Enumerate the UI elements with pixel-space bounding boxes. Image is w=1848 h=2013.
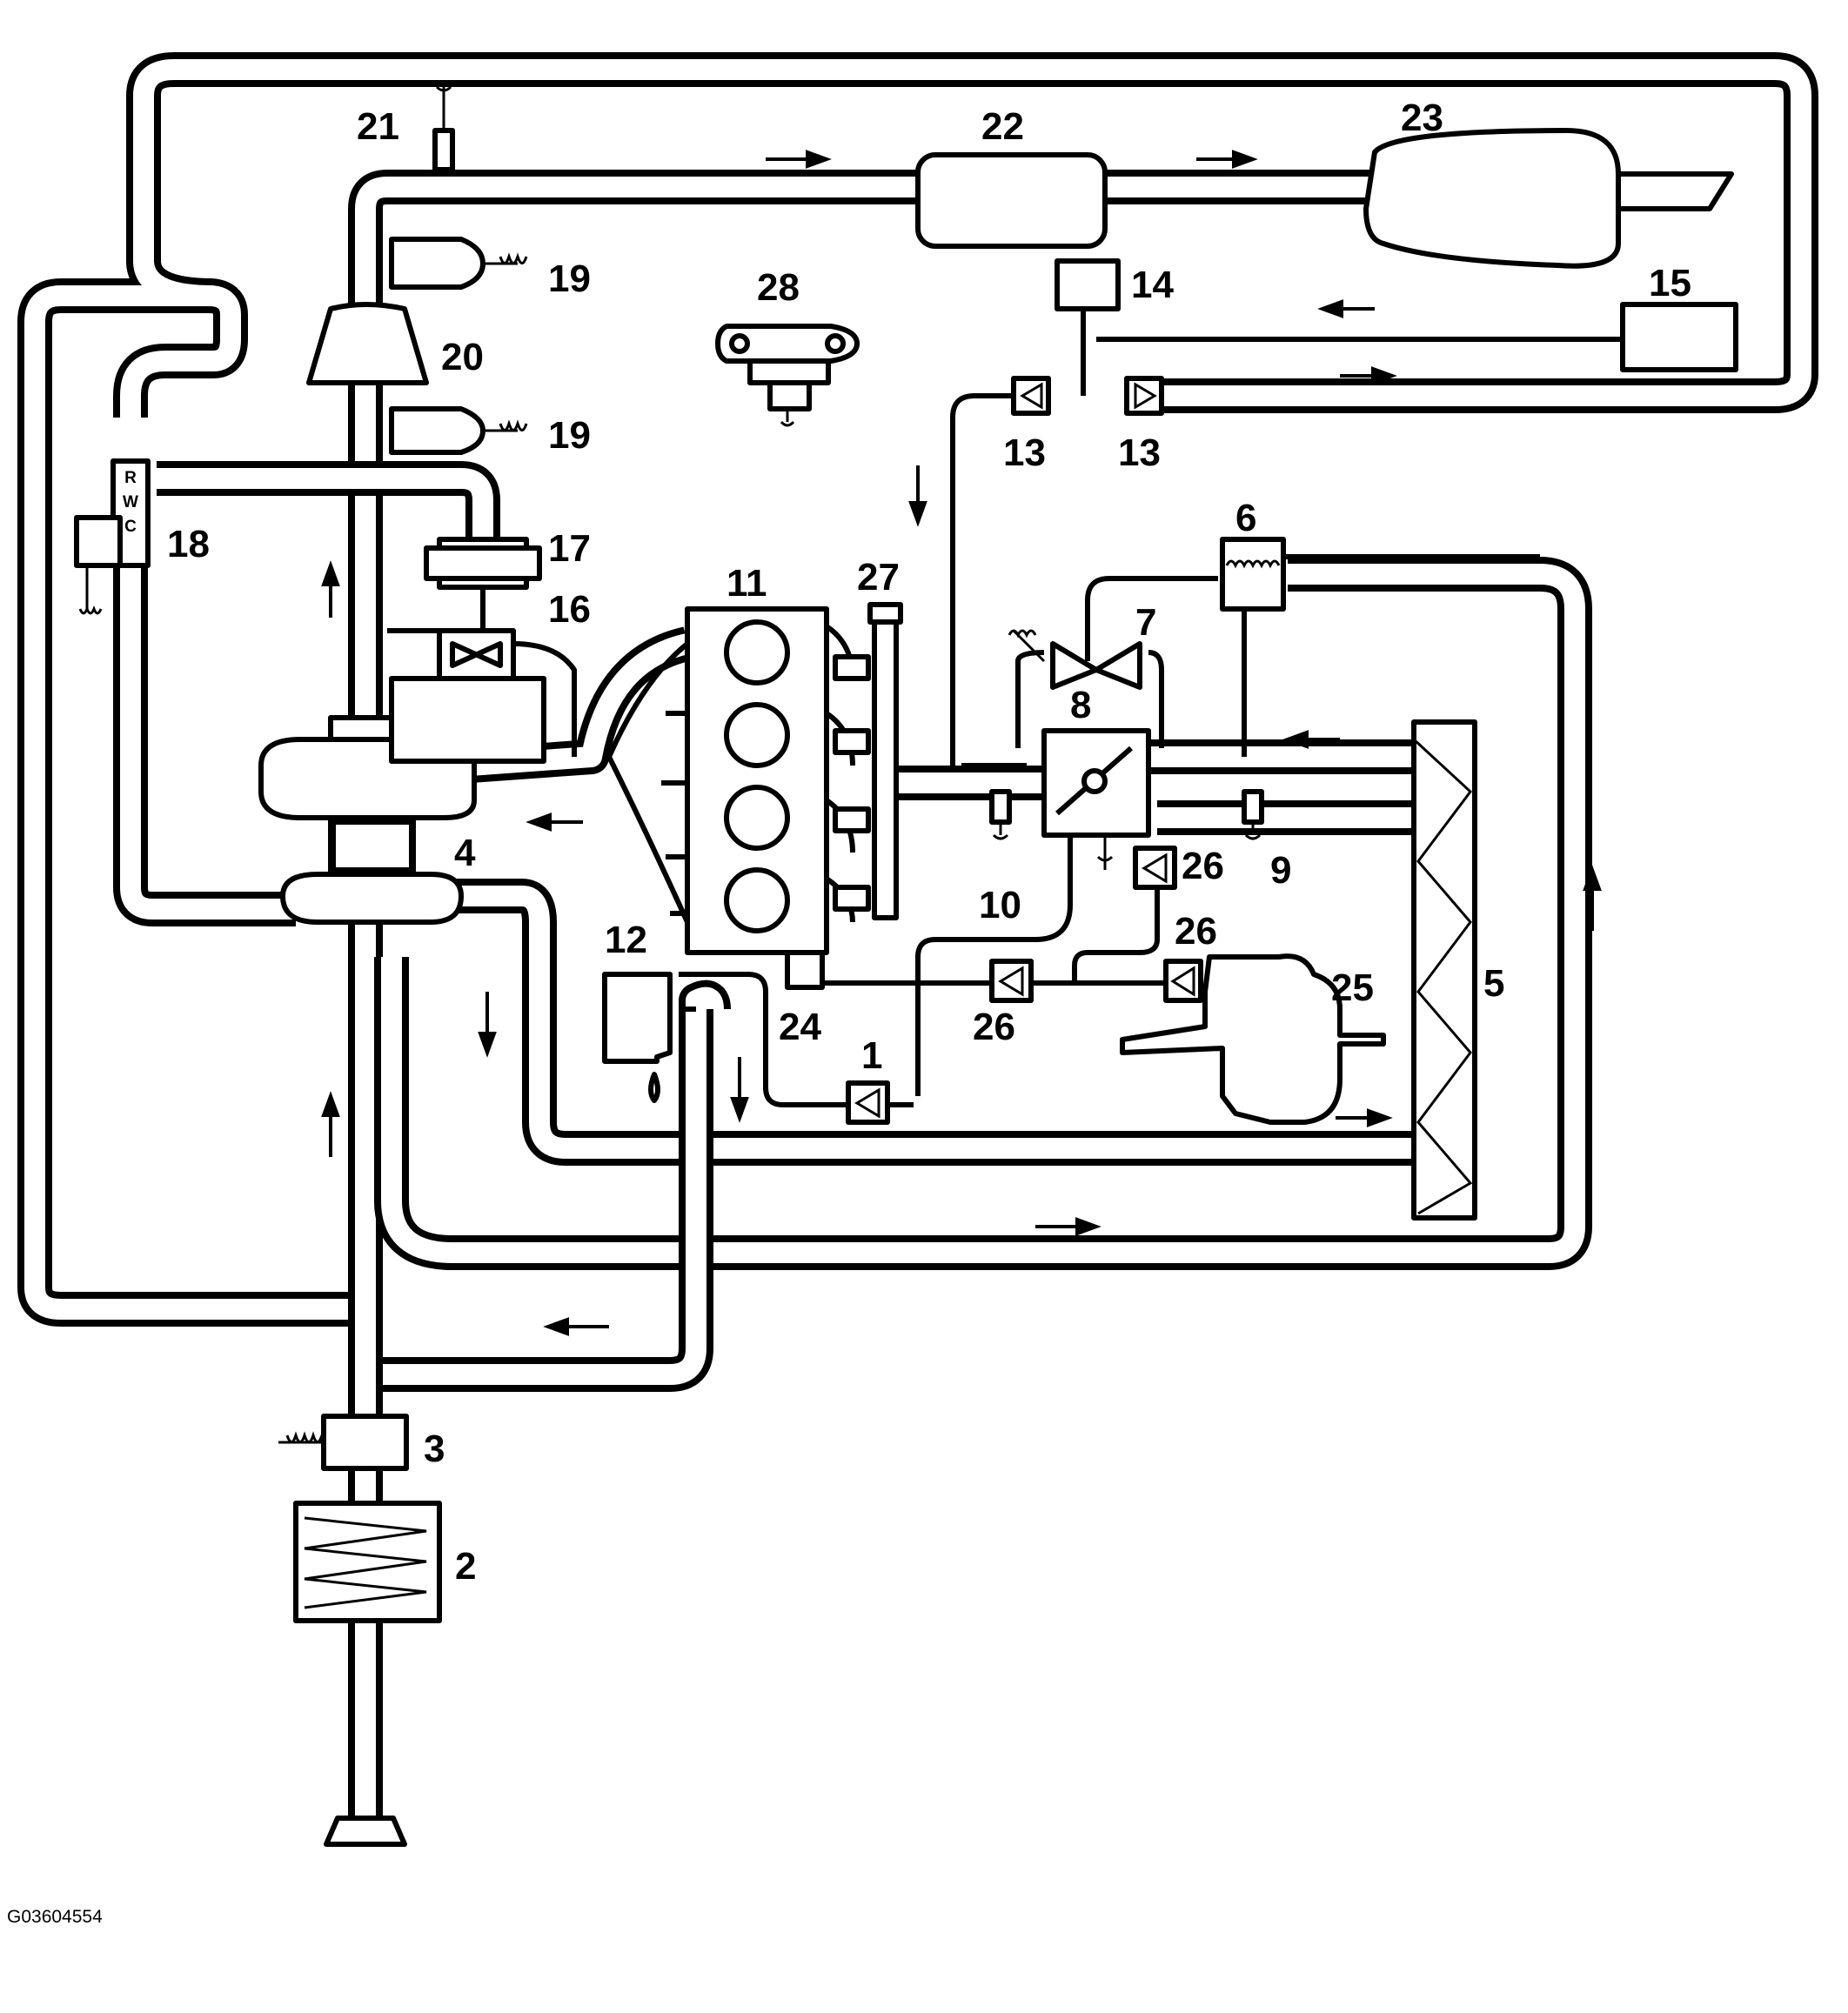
hose-exhaust-to-turbine-inner (469, 633, 690, 776)
valve-port-c: C (124, 518, 137, 536)
intercooler-5 (1411, 719, 1477, 1221)
label-8: 8 (1070, 684, 1091, 726)
catalytic-converter (306, 302, 429, 385)
line-10-path (915, 835, 1073, 1096)
label-21: 21 (357, 105, 399, 148)
check-valve-1 (846, 1080, 890, 1125)
label-27: 27 (857, 556, 900, 599)
label-16: 16 (548, 588, 591, 631)
sensor-21 (432, 85, 455, 172)
sensor-9 (1242, 789, 1264, 840)
hose-main-vertical-inner (355, 177, 922, 1827)
label-19a: 19 (548, 257, 591, 300)
check-valve-26c (989, 959, 1034, 1003)
check-valve-13a (1011, 376, 1051, 416)
label-20: 20 (441, 336, 484, 378)
label-10: 10 (979, 884, 1021, 926)
muffler-22 (915, 152, 1108, 249)
hose-lower-loop-inner (381, 564, 1585, 1263)
hoses (17, 52, 1818, 1827)
line-6-loop (1085, 576, 1218, 661)
hose-outer-loop-inner (24, 59, 1811, 1320)
component-15 (1620, 302, 1738, 372)
label-26a: 26 (1182, 845, 1224, 887)
label-24: 24 (779, 1006, 821, 1048)
hose-compressor-to-intercooler-inner (452, 886, 1414, 1159)
label-19b: 19 (548, 414, 591, 457)
label-28: 28 (757, 266, 800, 309)
line-12-to-1 (679, 972, 848, 1107)
hose-return-to-main-inner (383, 986, 724, 1385)
label-7: 7 (1135, 601, 1156, 644)
air-filter (293, 1501, 442, 1623)
valve-port-r: R (124, 469, 137, 487)
label-26c: 26 (973, 1006, 1015, 1048)
maf-sensor (278, 1414, 409, 1471)
label-11: 11 (726, 562, 767, 605)
label-3: 3 (424, 1428, 445, 1470)
label-15: 15 (1649, 262, 1691, 304)
idle-air-6 (1220, 537, 1286, 612)
label-23: 23 (1401, 97, 1443, 139)
label-4: 4 (454, 832, 476, 874)
hose-18-to-17-inner (157, 468, 493, 539)
line-13-vertical (950, 393, 1014, 766)
component-14 (1055, 258, 1121, 311)
check-valve-26a (1133, 846, 1177, 890)
component-labels: 1 2 3 4 5 6 7 8 9 10 11 12 13 13 14 15 1… (167, 97, 1691, 1588)
line-7-right (1148, 650, 1164, 748)
label-18: 18 (167, 523, 210, 565)
vacuum-lines (679, 300, 1623, 1107)
label-1: 1 (861, 1034, 882, 1077)
wastegate (387, 628, 577, 764)
sensor-10 (989, 789, 1012, 840)
check-valve-13b (1124, 376, 1164, 416)
hose-18-to-turbo-inner (120, 565, 296, 920)
map-sensor-28 (715, 324, 860, 427)
bypass-valve-7 (1008, 629, 1142, 690)
flow-arrows (321, 150, 1602, 1336)
brake-booster-25 (1120, 953, 1386, 1125)
label-9: 9 (1270, 849, 1291, 892)
label-13a: 13 (1003, 431, 1046, 474)
label-14: 14 (1131, 264, 1174, 306)
throttle-body-8 (1041, 728, 1151, 870)
line-26-up (1072, 887, 1160, 983)
label-5: 5 (1483, 962, 1504, 1005)
label-6: 6 (1235, 497, 1256, 539)
engine-block (606, 602, 903, 990)
label-22: 22 (981, 105, 1024, 148)
oxygen-sensors (389, 237, 528, 455)
oil-separator-12 (602, 972, 673, 1103)
figure-id: G03604554 (7, 1907, 103, 1927)
label-13b: 13 (1118, 431, 1161, 474)
boost-valve-18: R W C (74, 458, 151, 615)
label-12: 12 (605, 919, 647, 961)
tailpipe (1618, 171, 1734, 211)
line-7-to-throttle (1015, 650, 1045, 748)
inlet-bell (324, 1816, 407, 1847)
hose-18-to-turbo (113, 565, 296, 926)
check-valve-26b (1163, 959, 1203, 1003)
label-26b: 26 (1175, 910, 1217, 953)
label-17: 17 (548, 527, 591, 570)
label-2: 2 (455, 1545, 476, 1588)
label-25: 25 (1331, 966, 1374, 1009)
pressure-regulator-17 (424, 537, 542, 631)
valve-port-w: W (123, 493, 138, 512)
muffler-23 (1363, 128, 1621, 269)
